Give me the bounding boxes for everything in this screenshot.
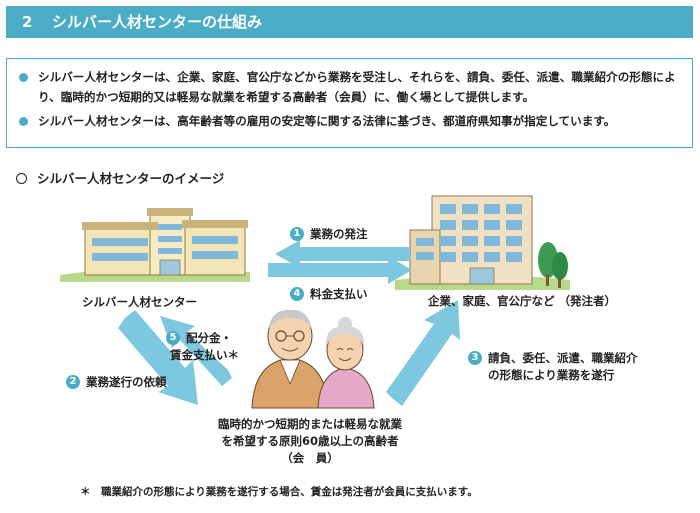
payment-arrow xyxy=(268,256,412,284)
section-title: シルバー人材センターの仕組み xyxy=(52,13,263,31)
footnote: ＊ 職業紹介の形態により業務を遂行する場合、賃金は発注者が会員に支払います。 xyxy=(80,486,478,498)
client-label: 企業、家庭、官公庁など （発注者） xyxy=(428,294,617,308)
step-number-badge: 4 xyxy=(290,286,304,301)
bullet-dot-icon xyxy=(19,117,28,126)
summary-box: シルバー人材センターは、企業、家庭、官公庁などから業務を受注し、それらを、請負、… xyxy=(6,58,693,148)
step-number-badge: 5 xyxy=(166,330,180,345)
silver-center-label: シルバー人材センター xyxy=(82,295,197,309)
bullet-dot-icon xyxy=(19,73,28,82)
section-header: 2 シルバー人材センターの仕組み xyxy=(6,6,693,38)
work-performance-arrow xyxy=(386,300,460,406)
bullet-text: シルバー人材センターは、高年齢者等の雇用の安定等に関する法律に基づき、都道府県知… xyxy=(38,114,616,128)
bullet-text: シルバー人材センターは、企業、家庭、官公庁などから業務を受注し、それらを、請負、… xyxy=(38,70,676,104)
silver-center-building-icon xyxy=(60,208,250,282)
step-number-badge: 2 xyxy=(66,374,80,389)
step-number-badge: 3 xyxy=(468,350,482,365)
diagram-subtitle: シルバー人材センターのイメージ xyxy=(16,168,224,187)
client-office-building-icon xyxy=(395,195,570,290)
order-arrow xyxy=(275,240,410,268)
work-request-arrow xyxy=(118,310,198,405)
section-number: 2 xyxy=(22,13,33,31)
circle-marker-icon xyxy=(16,173,27,184)
members-label: 臨時的かつ短期的または軽易な就業 を希望する原則60歳以上の高齢者 （会 員） xyxy=(218,417,402,465)
elderly-members-icon xyxy=(251,309,375,409)
step-number-badge: 1 xyxy=(290,226,304,241)
